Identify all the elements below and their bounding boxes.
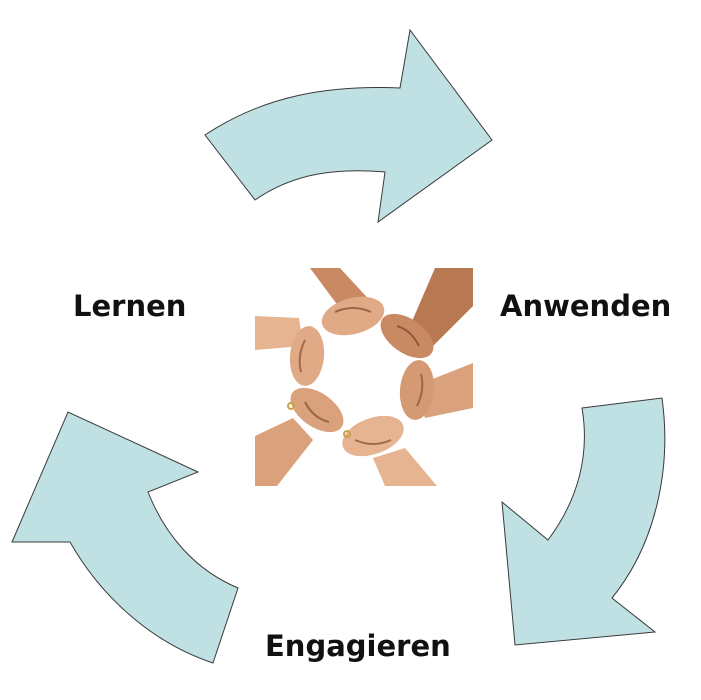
cycle-arrow-top bbox=[204, 28, 493, 224]
center-photo bbox=[255, 268, 473, 486]
step-label-lernen: Lernen bbox=[73, 289, 187, 323]
arm-bottom-right bbox=[373, 448, 437, 486]
hand-6 bbox=[289, 326, 325, 386]
cycle-arrow-right bbox=[501, 397, 666, 646]
hand-4 bbox=[342, 415, 404, 457]
cycle-arrow-left bbox=[11, 411, 239, 664]
hand-1 bbox=[321, 296, 385, 336]
step-label-engagieren: Engagieren bbox=[265, 629, 451, 663]
step-label-anwenden: Anwenden bbox=[500, 289, 672, 323]
arm-left bbox=[255, 316, 303, 350]
hand-2 bbox=[380, 313, 434, 359]
arm-bottom-left bbox=[255, 418, 313, 486]
hand-5 bbox=[290, 387, 344, 433]
arm-top-right bbox=[410, 268, 473, 346]
joined-hands-icon bbox=[255, 268, 473, 486]
hand-3 bbox=[399, 360, 435, 420]
